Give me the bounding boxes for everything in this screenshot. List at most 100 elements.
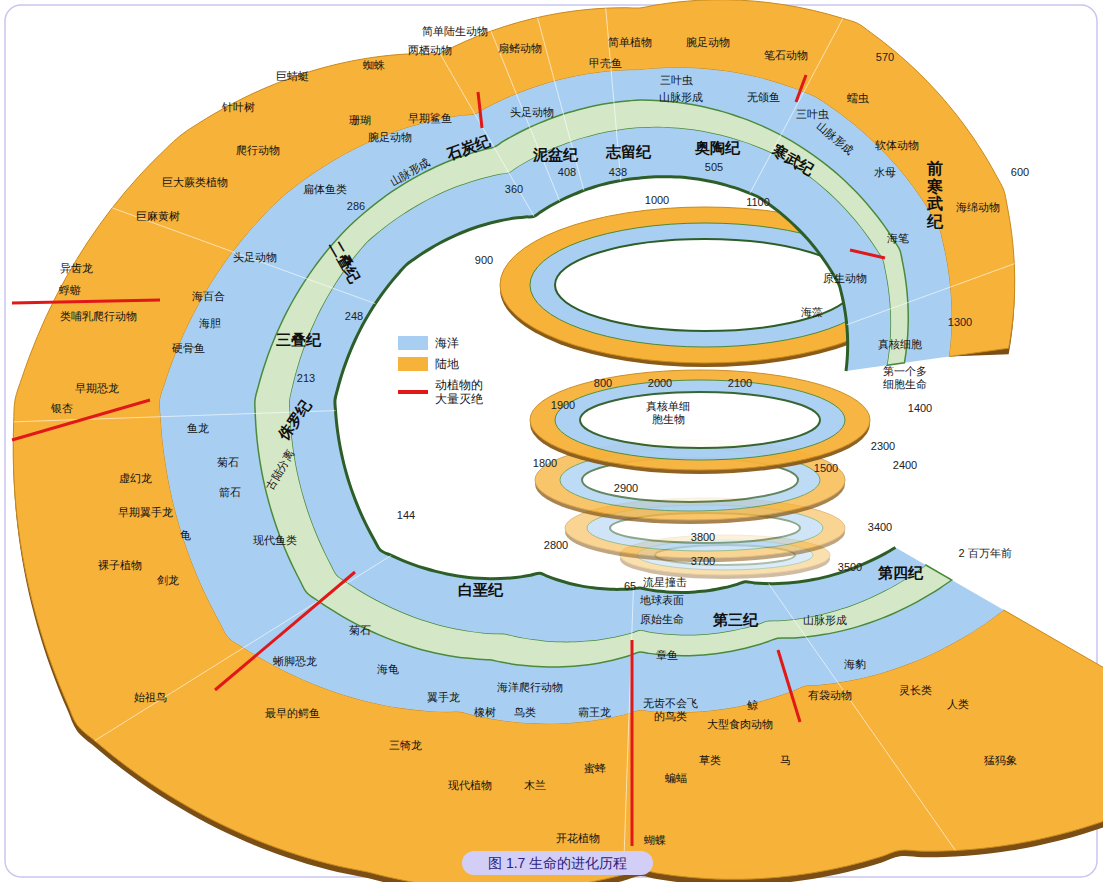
organism-label: 第一个多细胞生命: [882, 365, 928, 391]
organism-label: 地球表面: [640, 594, 684, 607]
time-number: 1900: [551, 399, 575, 412]
organism-label: 开花植物: [556, 832, 600, 845]
coil-hole: [555, 239, 855, 331]
period-name: 三叠纪: [276, 332, 321, 348]
organism-label: 简单植物: [608, 36, 652, 49]
time-number: 2900: [614, 482, 638, 495]
period-divider: [440, 54, 534, 217]
organism-label: 海绵动物: [956, 201, 1000, 214]
coast-strip: [255, 100, 952, 667]
organism-label: 巨大蕨类植物: [162, 176, 228, 189]
organism-label: 甲壳鱼: [589, 57, 622, 70]
organism-label: 山脉形成: [659, 91, 703, 104]
organism-label: 山脉形成: [814, 119, 856, 157]
organism-label: 蜥脚恐龙: [273, 655, 317, 668]
organism-label: 头足动物: [510, 106, 554, 119]
organism-label: 海豹: [844, 658, 866, 671]
organism-label: 无齿不会飞的鸟类: [641, 697, 699, 723]
legend-row: 海洋: [398, 336, 487, 350]
organism-label: 硬骨鱼: [172, 342, 205, 355]
organism-label: 灵长类: [899, 684, 932, 697]
organism-label: 三叶虫: [796, 108, 829, 121]
extinction-line: [12, 400, 150, 440]
organism-label: 海百合: [192, 290, 225, 303]
period-divider: [847, 264, 1015, 325]
organism-label: 巨蜻蜓: [276, 70, 309, 83]
period-divider: [491, 31, 560, 201]
organism-label: 扁体鱼类: [303, 183, 347, 196]
organism-label: 山脉形成: [803, 614, 847, 627]
organism-label: 海笔: [887, 232, 909, 245]
organism-label: 海藻: [801, 306, 823, 319]
organism-label: 原生动物: [823, 272, 867, 285]
period-name: 侏罗纪: [276, 397, 315, 443]
time-number: 286: [347, 200, 365, 213]
organism-label: 早期恐龙: [75, 382, 119, 395]
organism-label: 头足动物: [233, 251, 277, 264]
legend-text: 陆地: [435, 357, 487, 371]
organism-label: 橡树: [474, 706, 496, 719]
organism-label: 最早的鳄鱼: [265, 707, 320, 720]
organism-label: 早期翼手龙: [118, 506, 173, 519]
period-name: 第三纪: [713, 612, 758, 628]
time-number: 1000: [645, 194, 669, 207]
inner-edge: [335, 177, 896, 593]
period-divider: [750, 18, 843, 193]
legend-line-sample: [398, 390, 428, 394]
land-band: [13, 0, 1103, 882]
time-number: 600: [1011, 166, 1029, 179]
legend-row: 陆地: [398, 357, 487, 371]
period-divider: [112, 208, 375, 304]
legend-swatch: [398, 357, 428, 371]
period-name: 志留纪: [606, 144, 651, 160]
time-number: 2400: [893, 459, 917, 472]
time-number: 2800: [544, 539, 568, 552]
time-number: 1400: [908, 402, 932, 415]
time-number: 438: [609, 166, 627, 179]
time-number: 2300: [871, 440, 895, 453]
organism-label: 有袋动物: [808, 689, 852, 702]
extinction-line: [215, 572, 355, 690]
organism-label: 蜘蛛: [363, 59, 385, 72]
organism-label: 大型食肉动物: [707, 718, 773, 731]
organism-label: 三叶虫: [660, 74, 693, 87]
organism-label: 猛犸象: [984, 754, 1017, 767]
legend-text: 海洋: [435, 336, 487, 350]
time-number: 65: [624, 580, 636, 593]
organism-label: 剑龙: [157, 574, 179, 587]
organism-label: 人类: [947, 698, 969, 711]
organism-label: 山脉形成: [388, 155, 433, 188]
period-divider: [769, 584, 956, 851]
organism-label: 裸子植物: [98, 559, 142, 572]
inner-sea-band: [290, 128, 926, 642]
organism-label: 鲸: [747, 699, 758, 712]
time-number: 1100: [746, 196, 770, 209]
period-name: 石炭纪: [444, 133, 492, 163]
time-number: 505: [705, 161, 723, 174]
organism-label: 鱼龙: [187, 422, 209, 435]
period-name: 寒武纪: [770, 142, 817, 178]
organism-label: 古陆分离: [263, 448, 296, 493]
organism-label: 蝴蝶: [644, 834, 666, 847]
organism-label: 针叶树: [222, 101, 255, 114]
organism-label: 软体动物: [875, 139, 919, 152]
time-number: 3800: [691, 531, 715, 544]
organism-label: 章鱼: [656, 649, 678, 662]
organism-label: 早期鲨鱼: [408, 112, 452, 125]
organism-label: 菊石: [217, 456, 239, 469]
time-number: 570: [876, 51, 894, 64]
organism-label: 海胆: [199, 317, 221, 330]
organism-label: 马: [780, 754, 791, 767]
time-number: 3400: [868, 521, 892, 534]
organism-label: 真核单细胞生物: [645, 400, 691, 426]
organism-label: 巨麻黄树: [136, 210, 180, 223]
organism-label: 蜉蝣: [59, 284, 81, 297]
organism-label: 腕足动物: [686, 36, 730, 49]
coil-hole: [580, 392, 820, 448]
organism-label: 简单陆生动物: [422, 25, 488, 38]
time-number: 3700: [691, 555, 715, 568]
organism-label: 爬行动物: [236, 144, 280, 157]
organism-label: 无颌鱼: [747, 91, 780, 104]
extinction-line: [631, 640, 634, 846]
